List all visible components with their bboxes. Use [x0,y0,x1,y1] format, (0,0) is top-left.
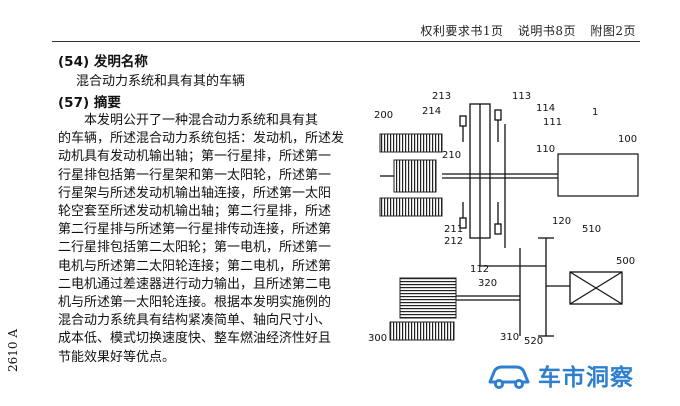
label-114: 114 [536,103,555,114]
label-112: 112 [470,264,489,275]
engine-100 [557,153,639,197]
motor-300 [389,277,457,341]
header-rule [52,41,640,42]
abstract-line: 第二行星排与所述第一行星排传动连接，所述第 [58,222,332,238]
header-claims: 权利要求书1页 [420,24,504,38]
planetary-gear-set [380,103,558,239]
label-310: 310 [500,332,519,343]
label-210: 210 [442,150,461,161]
label-100: 100 [618,134,637,145]
abstract-line: 动机具有发动机输出轴；第一行星排，所述第一 [58,149,332,165]
header-description: 说明书8页 [517,24,577,38]
label-213: 213 [432,91,451,102]
label-500: 500 [616,256,635,267]
label-110: 110 [536,144,555,155]
abstract-line: 混合动力系统具有结构紧凑简单、轴向尺寸小、 [58,313,332,329]
output-shaft [456,220,570,337]
header-figures: 附图2页 [590,24,636,38]
abstract-line: 本发明公开了一种混合动力系统和具有其 [84,113,319,128]
abstract-line: 二电机通过差速器进行动力输出，且所述第二电 [58,276,332,292]
title-heading: (54) 发明名称 [58,54,148,70]
label-300: 300 [368,333,387,344]
watermark: 车市洞察 [486,358,634,392]
abstract-heading: (57) 摘要 [58,95,121,111]
label-214: 214 [422,106,441,117]
label-111: 111 [543,117,562,128]
page-header: 权利要求书1页 说明书8页 附图2页 [410,22,636,39]
label-113: 113 [512,91,531,102]
car-icon [488,365,530,389]
label-120: 120 [552,216,571,227]
publication-code: 2610 A [6,328,20,372]
abstract-line: 机与所述第一太阳轮连接。根据本发明实施例的 [58,295,332,311]
label-520: 520 [524,336,543,347]
transmission-diagram: 213 214 113 114 111 1 200 210 110 100 21… [368,91,639,347]
watermark-text: 车市洞察 [538,365,634,391]
label-320: 320 [478,278,497,289]
label-200: 200 [374,110,393,121]
label-211: 211 [444,224,463,235]
abstract-line: 轮空套至所述发动机输出轴；第二行星排，所述 [58,204,332,220]
abstract-line: 二行星排包括第二太阳轮；第一电机，所述第一 [58,240,332,256]
motor-200 [379,133,443,217]
label-212: 212 [444,236,463,247]
abstract-line: 电机与所述第二太阳轮连接；第二电机，所述第 [58,258,332,274]
label-510: 510 [582,224,601,235]
abstract-line: 行星架与所述发动机输出轴连接，所述第一太阳 [58,185,332,201]
abstract-line: 节能效果好等优点。 [58,349,176,365]
abstract-line: 行星排包括第一行星架和第一太阳轮，所述第一 [58,167,332,183]
abstract-body: 本发明公开了一种混合动力系统和具有其 的车辆，所述混合动力系统包括：发动机，所述… [58,112,368,367]
differential-500 [569,271,623,305]
abstract-line: 成本低、模式切换速度快、整车燃油经济性好且 [58,331,332,347]
label-1: 1 [592,107,598,118]
invention-title: 混合动力系统和具有其的车辆 [76,74,246,89]
abstract-line: 的车辆，所述混合动力系统包括：发动机，所述发 [58,131,345,147]
